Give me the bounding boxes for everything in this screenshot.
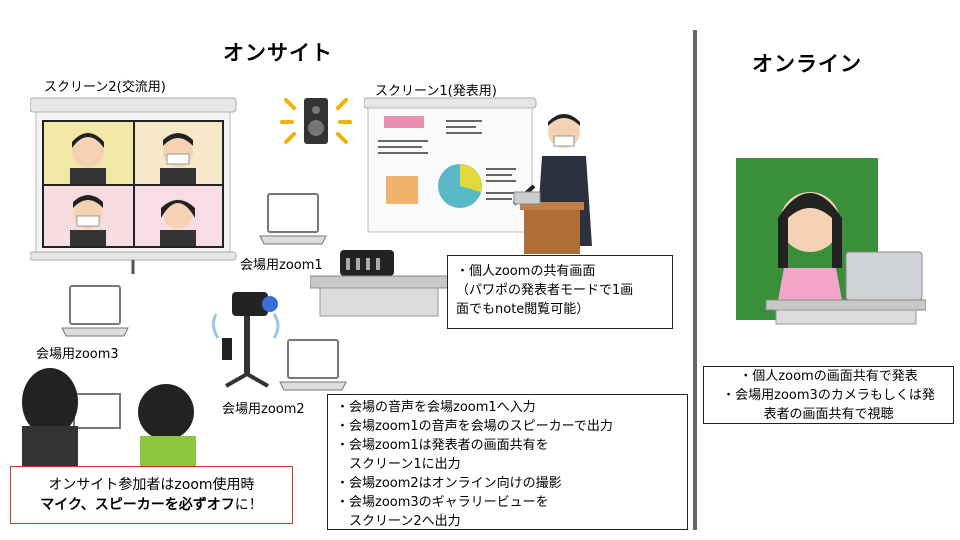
venue-note-line: ・会場zoom1の音声を会場のスピーカーで出力	[336, 419, 613, 434]
attendee-warning-note: オンサイト参加者はzoom使用時 マイク、スピーカーを必ずオフに！	[10, 466, 293, 524]
venue-note-line: ・会場zoom1は発表者の画面共有を	[336, 438, 549, 453]
camera-stand-illustration	[206, 286, 286, 390]
venue-setup-note: ・会場の音声を会場zoom1へ入力 ・会場zoom1の音声を会場のスピーカーで出…	[327, 394, 688, 530]
screen2-illustration	[30, 96, 240, 276]
screen1-note-line: ・個人zoomの共有画面	[456, 264, 596, 279]
zoom1-laptop-icon	[258, 192, 328, 248]
online-note: ・個人zoomの画面共有で発表 ・会場用zoom3のカメラもしくは発 表者の画面…	[703, 366, 954, 424]
venue-note-line: ・会場zoom2はオンライン向けの撮影	[336, 476, 562, 491]
online-note-line: ・個人zoomの画面共有で発表	[739, 369, 918, 384]
onsite-heading: オンサイト	[223, 41, 333, 65]
venue-note-line: スクリーン2へ出力	[336, 514, 461, 529]
zoom2-laptop-icon	[278, 338, 348, 394]
attendee-warning-line1: オンサイト参加者はzoom使用時	[48, 477, 255, 493]
section-divider	[693, 30, 697, 530]
zoom3-laptop-icon	[60, 284, 130, 340]
zoom1-label: 会場用zoom1	[240, 258, 323, 273]
attendee-warning-end: に！	[234, 497, 263, 513]
screen1-illustration	[364, 96, 604, 256]
venue-note-line: ・会場zoom3のギャラリービューを	[336, 495, 549, 510]
attendees-illustration	[14, 366, 204, 470]
online-presenter-illustration	[736, 158, 926, 328]
venue-note-line: ・会場の音声を会場zoom1へ入力	[336, 400, 536, 415]
zoom3-label: 会場用zoom3	[36, 347, 119, 362]
screen1-note-line: 面でもnote閲覧可能）	[456, 302, 590, 317]
screen1-note-line: （パワポの発表者モードで1画	[456, 283, 634, 298]
screen2-label: スクリーン2(交流用)	[44, 80, 166, 95]
attendee-warning-emphasis: マイク、スピーカーを必ずオフ	[40, 497, 235, 513]
online-note-line: 表者の画面共有で視聴	[763, 407, 894, 422]
audio-mixer-illustration	[310, 246, 450, 320]
speaker-icon	[276, 92, 356, 152]
zoom2-label: 会場用zoom2	[222, 402, 305, 417]
screen1-label: スクリーン1(発表用)	[375, 84, 497, 99]
online-heading: オンライン	[752, 52, 862, 76]
attendee-warning-line2: マイク、スピーカーを必ずオフに！	[17, 495, 286, 515]
screen1-note: ・個人zoomの共有画面 （パワポの発表者モードで1画 面でもnote閲覧可能）	[447, 255, 673, 329]
venue-note-line: スクリーン1に出力	[336, 457, 461, 472]
online-note-line: ・会場用zoom3のカメラもしくは発	[722, 388, 935, 403]
